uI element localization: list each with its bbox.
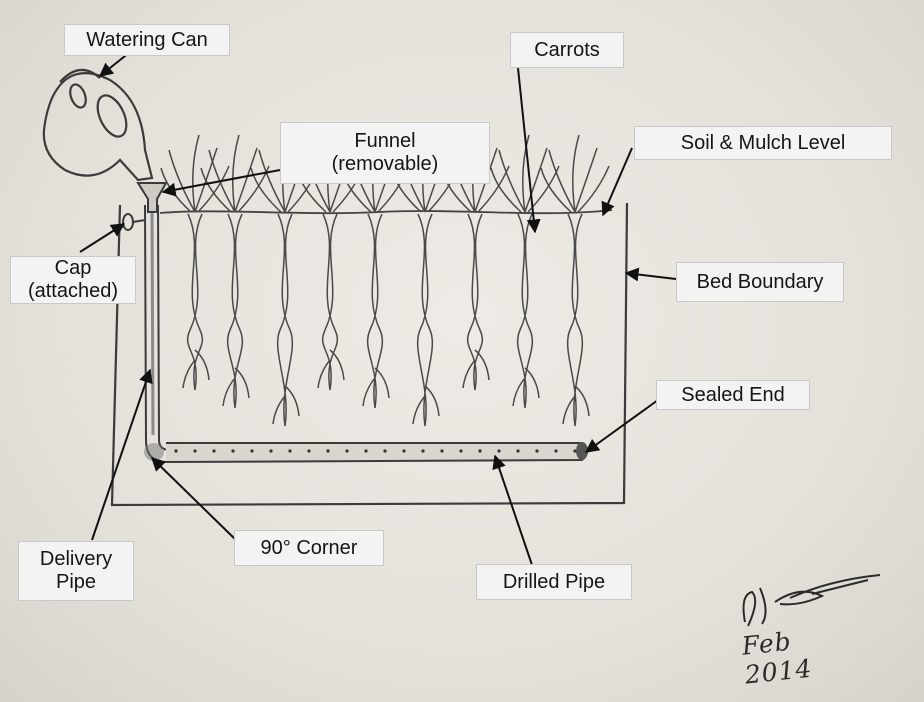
pipe-drill-hole — [459, 449, 463, 453]
label-delivery-pipe: Delivery Pipe — [18, 541, 134, 601]
watering-can-drawing — [42, 68, 154, 182]
arrow-bed-boundary — [624, 267, 677, 282]
label-cap-line2: (attached) — [27, 280, 119, 302]
pipe-drill-hole — [250, 449, 254, 453]
label-cap-line1: Cap — [54, 257, 92, 279]
pipe-drill-hole — [497, 449, 501, 453]
arrow-funnel — [161, 169, 281, 197]
label-funnel: Funnel (removable) — [280, 122, 490, 184]
label-delivery-pipe-line1: Delivery — [39, 548, 113, 570]
arrow-drilled-pipe — [492, 454, 533, 566]
carrot-plant — [200, 134, 270, 409]
pipe-drill-hole — [440, 449, 444, 453]
label-bed-boundary: Bed Boundary — [676, 262, 844, 302]
pipe-drill-hole — [212, 449, 216, 453]
label-soil-mulch-level: Soil & Mulch Level — [634, 126, 892, 160]
pipe-drill-hole — [383, 449, 387, 453]
pipe-drill-hole — [554, 449, 558, 453]
pipe-drill-hole — [345, 449, 349, 453]
pipe-drill-hole — [478, 449, 482, 453]
pipe-drill-hole — [364, 449, 368, 453]
label-watering-can: Watering Can — [64, 24, 230, 56]
label-drilled-pipe: Drilled Pipe — [476, 564, 632, 600]
pipe-drill-hole — [193, 449, 197, 453]
pipe-drill-hole — [269, 449, 273, 453]
carrot-plant — [540, 134, 610, 427]
arrow-cap — [79, 223, 126, 253]
pipe-drill-hole — [573, 449, 577, 453]
signature-scribble — [742, 574, 881, 627]
soil-mulch-line — [159, 209, 613, 215]
arrow-carrots — [517, 67, 541, 234]
pipe-drill-hole — [402, 449, 406, 453]
arrow-watering-can — [98, 51, 131, 77]
bed-boundary-outline — [110, 202, 629, 507]
pipe-drill-hole — [516, 449, 520, 453]
cap-drawing — [122, 213, 146, 231]
funnel-drawing — [136, 182, 168, 213]
delivery-pipe-drawing — [144, 204, 160, 441]
carrot-plant — [490, 134, 560, 409]
label-delivery-pipe-line2: Pipe — [55, 571, 97, 593]
carrot-plant — [160, 134, 230, 391]
arrow-delivery-pipe — [91, 368, 153, 541]
pipe-drill-hole — [421, 449, 425, 453]
label-carrots: Carrots — [510, 32, 624, 68]
pipe-drill-hole — [174, 449, 178, 453]
pipe-drill-hole — [288, 449, 292, 453]
label-funnel-line1: Funnel — [354, 130, 416, 152]
arrow-sealed-end — [584, 399, 659, 453]
pipe-drill-hole — [326, 449, 330, 453]
label-sealed-end: Sealed End — [656, 380, 810, 410]
label-90-corner: 90° Corner — [234, 530, 384, 566]
drilled-pipe-drawing — [165, 442, 588, 463]
label-cap: Cap (attached) — [10, 256, 136, 304]
arrow-soil-mulch — [601, 147, 633, 217]
pipe-drill-hole — [535, 449, 539, 453]
pipe-drill-hole — [231, 449, 235, 453]
arrow-corner — [150, 457, 237, 541]
corner-elbow-shading — [144, 443, 164, 461]
label-funnel-line2: (removable) — [331, 153, 439, 175]
pipe-drill-hole — [307, 449, 311, 453]
